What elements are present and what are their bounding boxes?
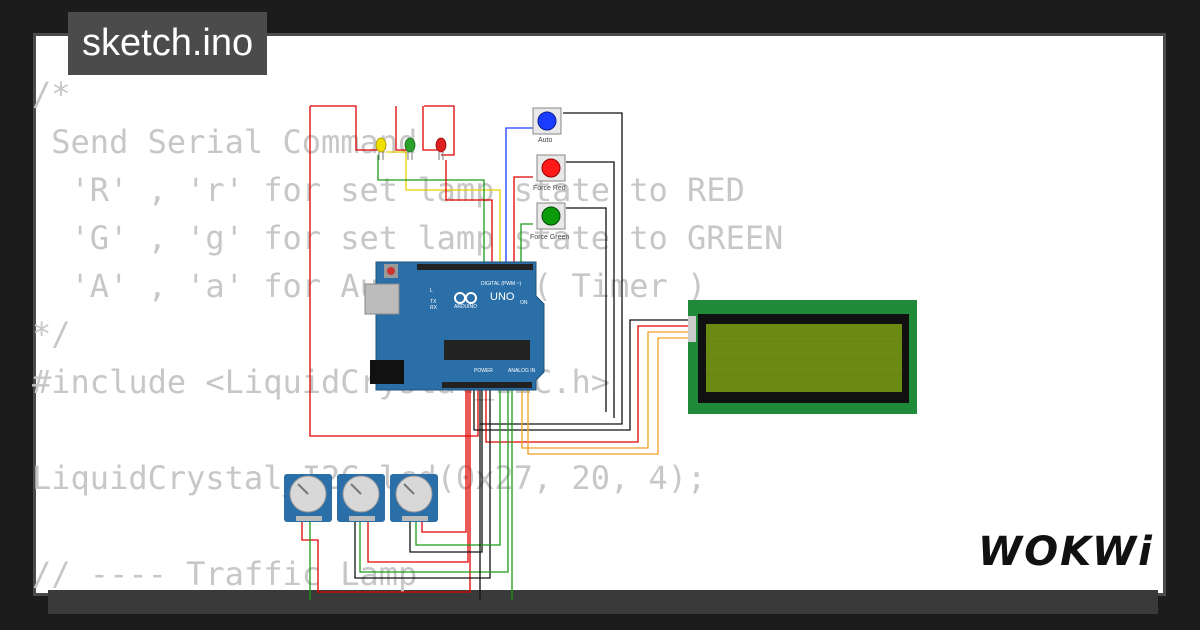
arduino-uno-board[interactable]: DIGITAL (PWM ~) UNO ARDUINO ON TX RX L P…	[364, 261, 545, 391]
led-yellow[interactable]	[375, 137, 387, 160]
usb-port	[364, 283, 400, 315]
wire-red-led-red	[424, 105, 455, 156]
rx-label: RX	[430, 305, 438, 311]
wire-red-led-red-2	[422, 106, 441, 151]
digital-label: DIGITAL (PWM ~)	[481, 281, 521, 287]
power-jack	[370, 360, 404, 384]
analog-label: ANALOG IN	[508, 368, 536, 374]
digital-header	[417, 264, 533, 270]
l-label: L	[430, 288, 433, 294]
wire-red-led-green	[395, 106, 410, 151]
atmega-chip	[444, 340, 530, 360]
wire-red-led-yellow	[310, 105, 381, 151]
wire-lcd-scl	[527, 337, 690, 455]
button-auto[interactable]	[532, 107, 562, 135]
wire-pot2-gnd	[354, 383, 491, 579]
board-brand: ARDUINO	[454, 304, 477, 310]
code-line: // ---- Traffic Lamp	[32, 555, 418, 593]
lcd-pin-header	[688, 316, 696, 342]
wire-red-force	[513, 176, 533, 268]
wire-green-force	[520, 223, 533, 268]
potentiometer-1[interactable]	[284, 474, 332, 522]
analog-header	[442, 382, 532, 388]
wire-pot1-vcc	[301, 383, 471, 593]
wire-blue-auto	[505, 127, 533, 268]
board-name: UNO	[490, 291, 515, 303]
wire-pot3-sig	[415, 383, 501, 546]
on-label: ON	[520, 300, 528, 306]
wire-pot3-gnd	[409, 383, 483, 553]
wokwi-logo: WOKWi	[978, 528, 1154, 576]
wire-red-power	[309, 106, 479, 437]
code-line: */	[32, 315, 71, 353]
code-line: /*	[32, 75, 71, 113]
lcd-grid	[706, 340, 902, 376]
button-auto-label: Auto	[538, 137, 553, 144]
wire-black-green	[566, 207, 607, 412]
preview-card	[33, 33, 1166, 596]
wire-lcd-sda	[521, 331, 690, 449]
wire-green-led	[377, 155, 485, 268]
wire-lcd-gnd	[473, 319, 690, 431]
power-label: POWER	[474, 368, 493, 374]
potentiometer-3[interactable]	[390, 474, 438, 522]
code-line: 'G' , 'g' for set lamp state to GREEN	[32, 219, 784, 257]
potentiometer-2[interactable]	[337, 474, 385, 522]
wire-black-auto	[479, 112, 623, 425]
lcd-2004-i2c[interactable]	[688, 300, 917, 414]
wire-black-red	[566, 161, 615, 418]
button-force-red-label: Force Red	[533, 185, 566, 192]
card-shadow	[48, 590, 1158, 614]
file-title-tab: sketch.ino	[68, 12, 268, 75]
led-green[interactable]	[404, 137, 416, 160]
wire-red-led	[445, 160, 493, 268]
code-line: Send Serial Command	[32, 123, 418, 161]
led-red[interactable]	[435, 137, 447, 160]
button-force-red[interactable]	[536, 154, 566, 182]
wire-pot2-vcc	[367, 383, 469, 563]
tx-label: TX	[430, 299, 437, 305]
wire-lcd-vcc	[485, 325, 690, 443]
arduino-infinity-icon	[454, 292, 477, 304]
wire-yellow	[386, 151, 501, 268]
button-force-green-label: Force Green	[530, 234, 569, 241]
wire-pot3-vcc	[421, 383, 467, 533]
logo-text: WOKWi	[978, 529, 1154, 575]
wire-pot2-sig	[359, 383, 509, 573]
button-force-green[interactable]	[536, 202, 566, 230]
